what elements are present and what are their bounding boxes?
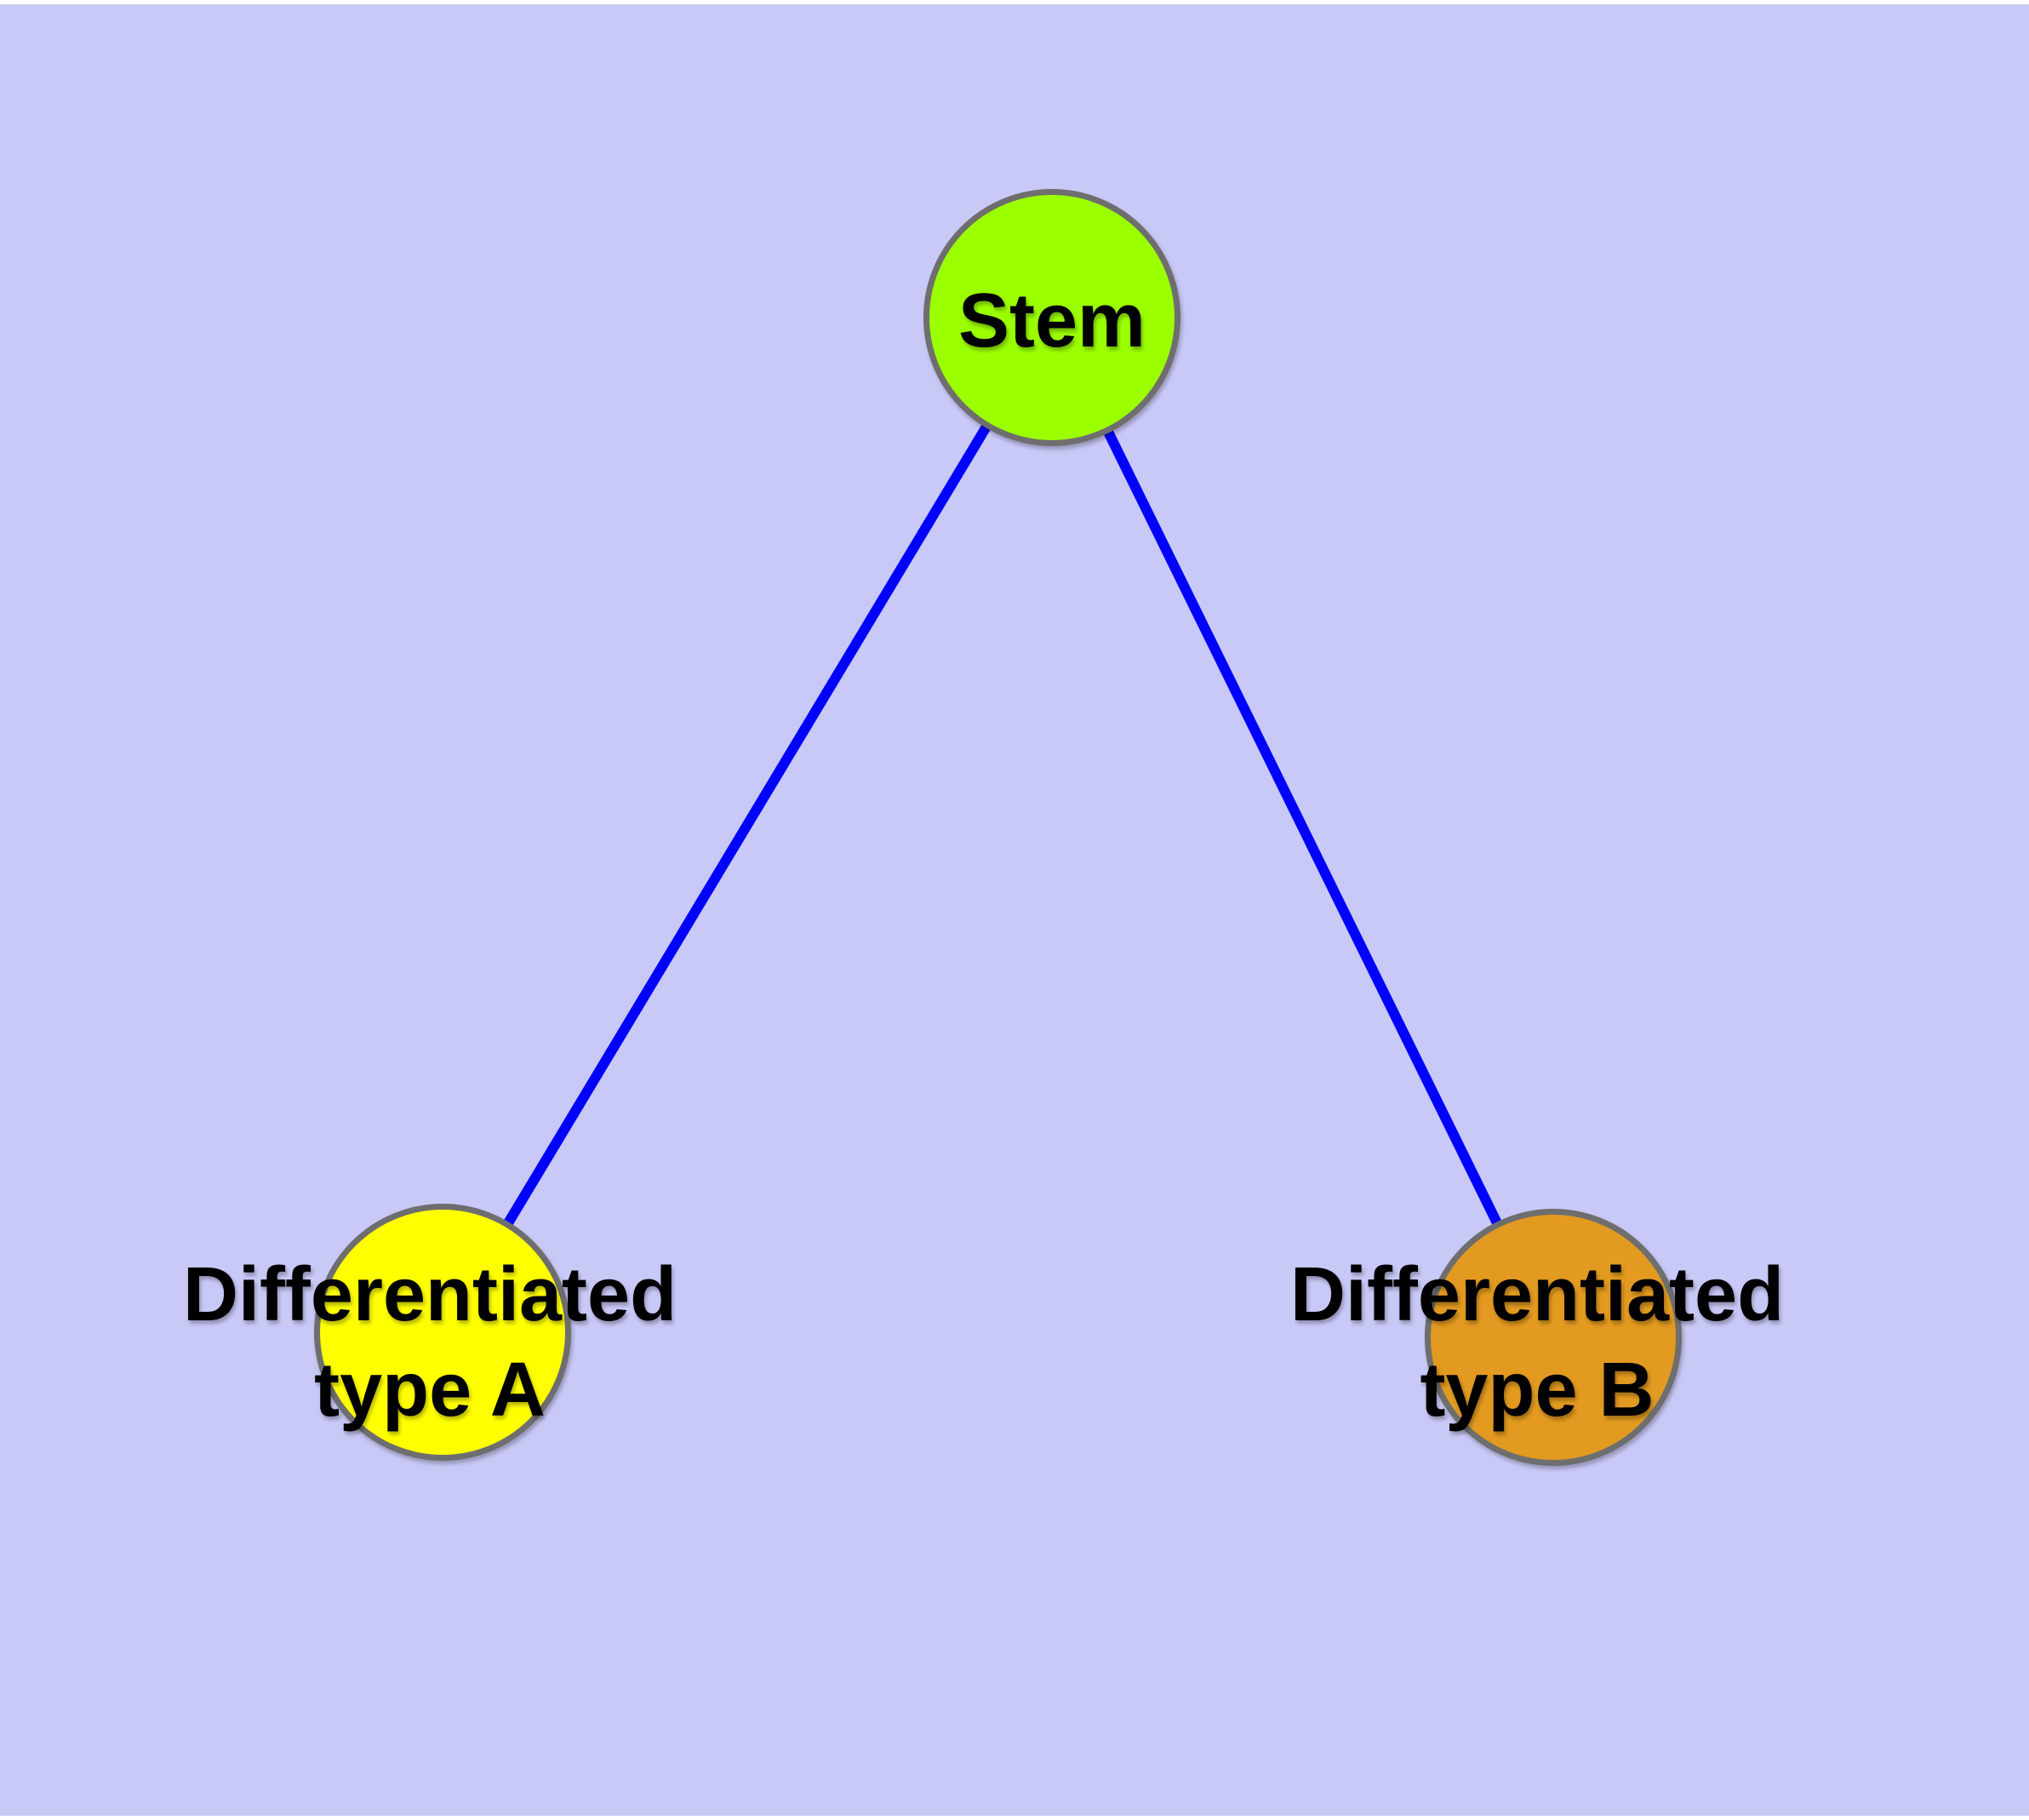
edge-stem-to-type-a <box>437 314 1057 1336</box>
node-type-a-label-line1: Differentiated <box>182 1252 677 1337</box>
bottom-frame-strip <box>0 1816 2029 1820</box>
node-stem-label: Stem <box>958 273 1146 369</box>
node-stem-label-line1: Stem <box>957 278 1146 363</box>
node-type-a-label-line2: type A <box>314 1348 546 1433</box>
node-type-b-label-line2: type B <box>1420 1348 1655 1433</box>
node-differentiated-type-b[interactable] <box>1425 1209 1682 1466</box>
node-type-b-label-line1: Differentiated <box>1289 1252 1785 1337</box>
top-frame-strip <box>0 0 2029 4</box>
edge-stem-to-type-b <box>1047 315 1558 1340</box>
node-differentiated-type-a[interactable] <box>314 1204 571 1461</box>
node-stem[interactable] <box>923 189 1180 446</box>
node-differentiated-type-a-label: Differentiated type A <box>183 1247 677 1438</box>
node-differentiated-type-b-label: Differentiated type B <box>1290 1247 1784 1438</box>
